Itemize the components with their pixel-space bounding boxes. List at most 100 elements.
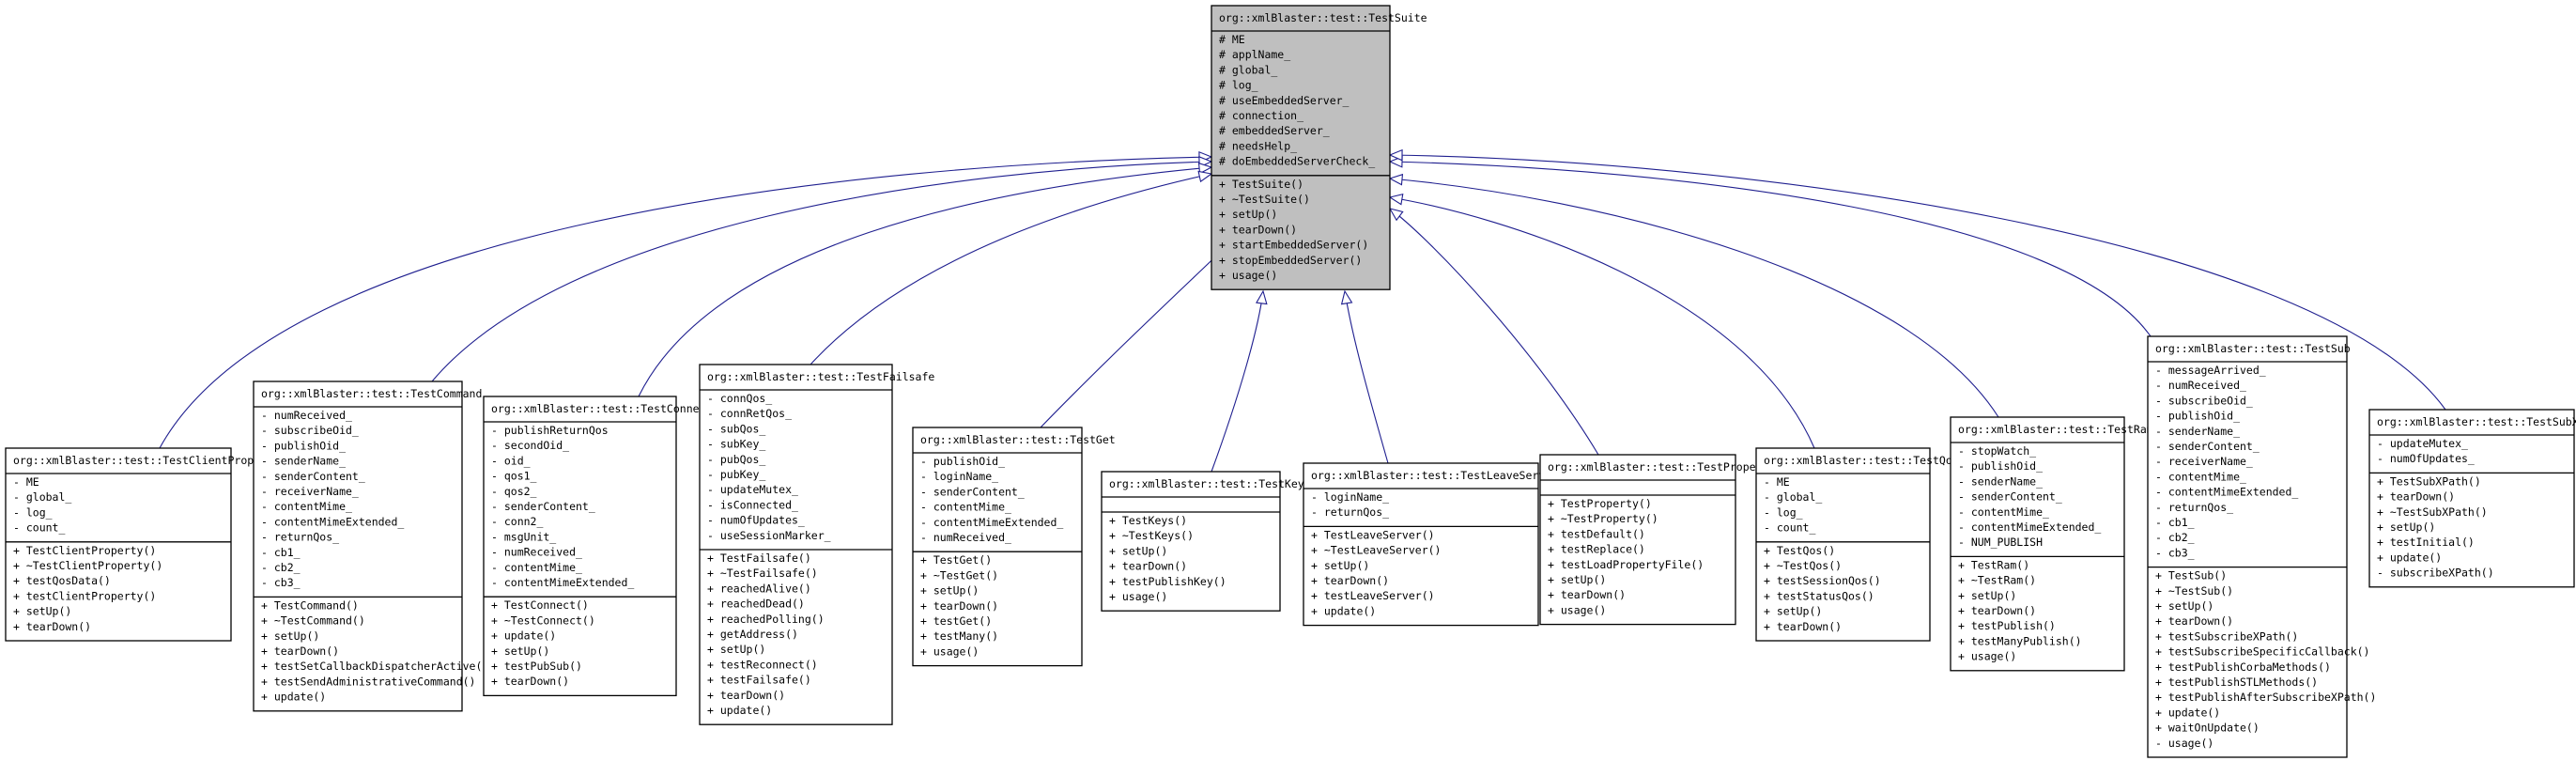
attribute-row: - qos2_ [491, 485, 537, 498]
method-row: + setUp() [1109, 544, 1167, 557]
method-row: + setUp() [920, 584, 979, 598]
attribute-row: - numOfUpdates_ [707, 514, 805, 527]
inheritance-arrowhead [1340, 289, 1353, 305]
method-row: + reachedPolling() [707, 613, 825, 626]
class-box-frame [912, 427, 1083, 667]
method-row: + update() [2155, 706, 2220, 719]
class-box-testconnect: org::xmlBlaster::test::TestConnect- publ… [483, 396, 712, 697]
method-row: + ~TestRam() [1958, 574, 2036, 587]
method-row: + tearDown() [920, 599, 998, 613]
attribute-row: - contentMime_ [2155, 470, 2246, 483]
method-row: + ~TestSuite() [1219, 193, 1310, 206]
attribute-row: - count_ [13, 521, 65, 535]
attribute-row: - senderContent_ [920, 485, 1025, 498]
method-row: + update() [2377, 551, 2442, 564]
attribute-row: - cb2_ [2155, 531, 2195, 544]
class-box-testfailsafe: org::xmlBlaster::test::TestFailsafe- con… [699, 364, 934, 725]
method-row: + testInitial() [2377, 536, 2475, 549]
attribute-row: - returnQos_ [1311, 505, 1389, 519]
attribute-row: - publishOid_ [920, 455, 1005, 468]
attribute-row: # applName_ [1219, 48, 1290, 61]
attribute-row: - subKey_ [707, 438, 765, 451]
method-row: - subscribeXPath() [2377, 567, 2494, 580]
method-row: + ~TestConnect() [491, 613, 595, 627]
attribute-row: - receiverName_ [2155, 455, 2253, 468]
method-row: + TestSubXPath() [2377, 474, 2481, 488]
class-name: org::xmlBlaster::test::TestQos [1764, 454, 1959, 467]
class-box-frame [1755, 447, 1931, 642]
attribute-row: - secondOid_ [491, 439, 569, 452]
class-box-testsubxpath: org::xmlBlaster::test::TestSubXPath- upd… [2368, 409, 2576, 588]
attribute-row: - contentMime_ [261, 500, 352, 513]
method-row: + TestSuite() [1219, 178, 1303, 191]
attribute-row: # embeddedServer_ [1219, 124, 1330, 137]
method-row: + testPublishCorbaMethods() [2155, 660, 2331, 674]
attribute-row: - cb3_ [2155, 546, 2195, 559]
derived-classes: org::xmlBlaster::test::TestClientPropert… [5, 335, 2576, 758]
attribute-row: - publishReturnQos [491, 424, 609, 437]
class-name: org::xmlBlaster::test::TestConnect [491, 402, 712, 415]
attribute-row: - isConnected_ [707, 498, 798, 511]
method-row: + TestGet() [920, 553, 992, 567]
attribute-row: # log_ [1219, 79, 1258, 92]
class-name: org::xmlBlaster::test::TestGet [920, 433, 1116, 446]
class-box-frame [253, 380, 463, 712]
attribute-row: - contentMime_ [920, 501, 1011, 514]
method-row: + startEmbeddedServer() [1219, 239, 1368, 252]
attribute-row: - subscribeOid_ [261, 424, 359, 437]
class-box-frame [1101, 471, 1281, 612]
method-row: + testPubSub() [491, 660, 582, 673]
attribute-row: - messageArrived_ [2155, 364, 2266, 377]
class-box-frame [2368, 409, 2575, 588]
attribute-row: - ME [13, 475, 39, 489]
method-row: + ~TestSubXPath() [2377, 505, 2488, 519]
attribute-row: - senderName_ [261, 455, 346, 468]
method-row: + tearDown() [1548, 588, 1626, 601]
attribute-row: - updateMutex_ [707, 483, 798, 496]
method-row: + tearDown() [261, 645, 339, 658]
attribute-row: - connRetQos_ [707, 407, 792, 420]
class-box-testcommand: org::xmlBlaster::test::TestCommand- numR… [253, 380, 488, 712]
attribute-row: - senderContent_ [2155, 440, 2260, 453]
method-row: + testPublishSTLMethods() [2155, 676, 2318, 689]
attribute-row: - numReceived_ [920, 531, 1011, 544]
method-row: + testSessionQos() [1764, 574, 1881, 587]
method-row: + testDefault() [1548, 527, 1645, 540]
attribute-row: - publishOid_ [261, 439, 346, 452]
inheritance-edge [810, 173, 1212, 365]
class-box-testram: org::xmlBlaster::test::TestRam- stopWatc… [1950, 416, 2153, 672]
attribute-row: - receiverName_ [261, 485, 359, 498]
method-row: + TestRam() [1958, 558, 2029, 571]
attribute-row: # ME [1219, 33, 1245, 46]
attribute-row: - pubQos_ [707, 453, 765, 466]
attribute-row: - senderContent_ [491, 500, 595, 513]
class-box-testproperty: org::xmlBlaster::test::TestProperty+ Tes… [1539, 454, 1775, 626]
method-row: + update() [491, 629, 556, 643]
method-row: + ~TestClientProperty() [13, 559, 162, 572]
method-row: + testLeaveServer() [1311, 589, 1435, 602]
inheritance-edge [159, 156, 1212, 449]
inheritance-edge [1389, 196, 1815, 449]
method-row: + update() [261, 691, 326, 704]
attribute-row: - updateMutex_ [2377, 437, 2468, 450]
method-row: + tearDown() [2377, 490, 2455, 504]
attribute-row: - subQos_ [707, 422, 765, 435]
method-row: + setUp() [2377, 520, 2435, 534]
attribute-row: - senderName_ [2155, 425, 2240, 438]
method-row: + ~TestSub() [2155, 584, 2233, 598]
attribute-row: - numReceived_ [491, 546, 582, 559]
method-row: + testReconnect() [707, 658, 818, 671]
method-row: + testPublishAfterSubscribeXPath() [2155, 691, 2376, 704]
attribute-row: - global_ [1764, 490, 1822, 504]
method-list: + TestSuite()+ ~TestSuite()+ setUp()+ te… [1219, 178, 1368, 282]
class-box-testclientproperty: org::xmlBlaster::test::TestClientPropert… [5, 447, 280, 642]
method-row: + setUp() [1958, 589, 2016, 602]
method-row: + ~TestGet() [920, 568, 998, 582]
method-row: + tearDown() [491, 675, 569, 688]
method-row: + TestSub() [2155, 569, 2227, 582]
attribute-row: - msgUnit_ [491, 530, 556, 543]
class-name: org::xmlBlaster::test::TestSub [2155, 342, 2351, 355]
method-row: + update() [1311, 604, 1376, 617]
attribute-row: - contentMime_ [1958, 505, 2049, 519]
method-row: + setUp() [1764, 605, 1822, 618]
